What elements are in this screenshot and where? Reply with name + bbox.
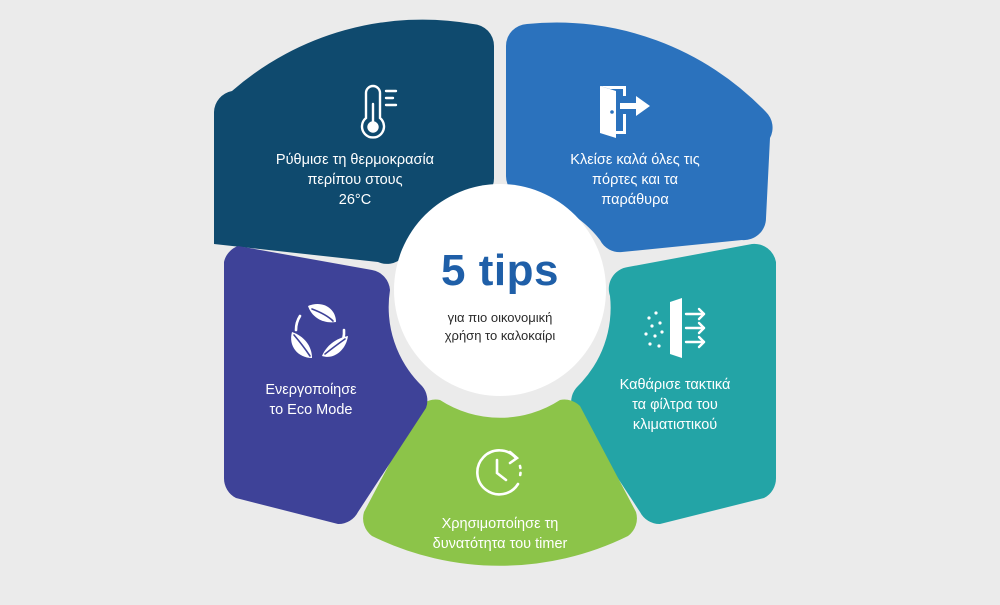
tip-line: πόρτες και τα [592,172,678,188]
center-subtitle-line-2: χρήση το καλοκαίρι [444,328,556,343]
tip-text-timer: Χρησιμοποίησε τη δυνατότητα του timer [395,514,605,554]
tip-line: το Eco Mode [269,402,353,418]
door-exit-icon [600,86,650,138]
tip-line: Κλείσε καλά όλες τις [570,152,700,168]
timer-icon [476,449,522,496]
eco-recycle-icon [291,303,348,358]
center-title: 5 tips [441,246,559,295]
tip-line: Χρησιμοποίησε τη [441,516,559,532]
segment-eco [223,246,428,525]
tip-line: 26°C [338,192,372,208]
segment-timer [363,399,637,566]
tip-line: τα φίλτρα του [632,397,718,413]
tip-line: Καθάρισε τακτικά [619,377,731,393]
tip-line: Ενεργοποίησε [265,382,357,398]
tip-line: κλιματιστικού [632,417,718,433]
tip-text-doors: Κλείσε καλά όλες τις πόρτες και τα παράθυρ… [530,150,740,210]
tip-line: Ρύθμισε τη θερμοκρασία [275,152,435,168]
thermometer-icon [360,84,398,139]
segment-filters [571,243,777,525]
segment-doors [505,22,773,253]
center-subtitle: για πιο οικονομική χρήση το καλοκαίρι [400,309,600,345]
tip-text-filters: Καθάρισε τακτικά τα φίλτρα του κλιματιστικ… [570,375,780,435]
tip-text-temperature: Ρύθμισε τη θερμοκρασία περίπου στους 26°C [250,150,460,210]
segment-temperature [214,19,495,264]
tip-text-eco: Ενεργοποίησε το Eco Mode [206,380,416,420]
tip-line: δυνατότητα του timer [432,536,568,552]
center-subtitle-line-1: για πιο οικονομική [447,310,553,325]
tip-line: παράθυρα [601,192,669,208]
tip-line: περίπου στους [307,172,403,188]
filter-airflow-icon [644,298,706,358]
